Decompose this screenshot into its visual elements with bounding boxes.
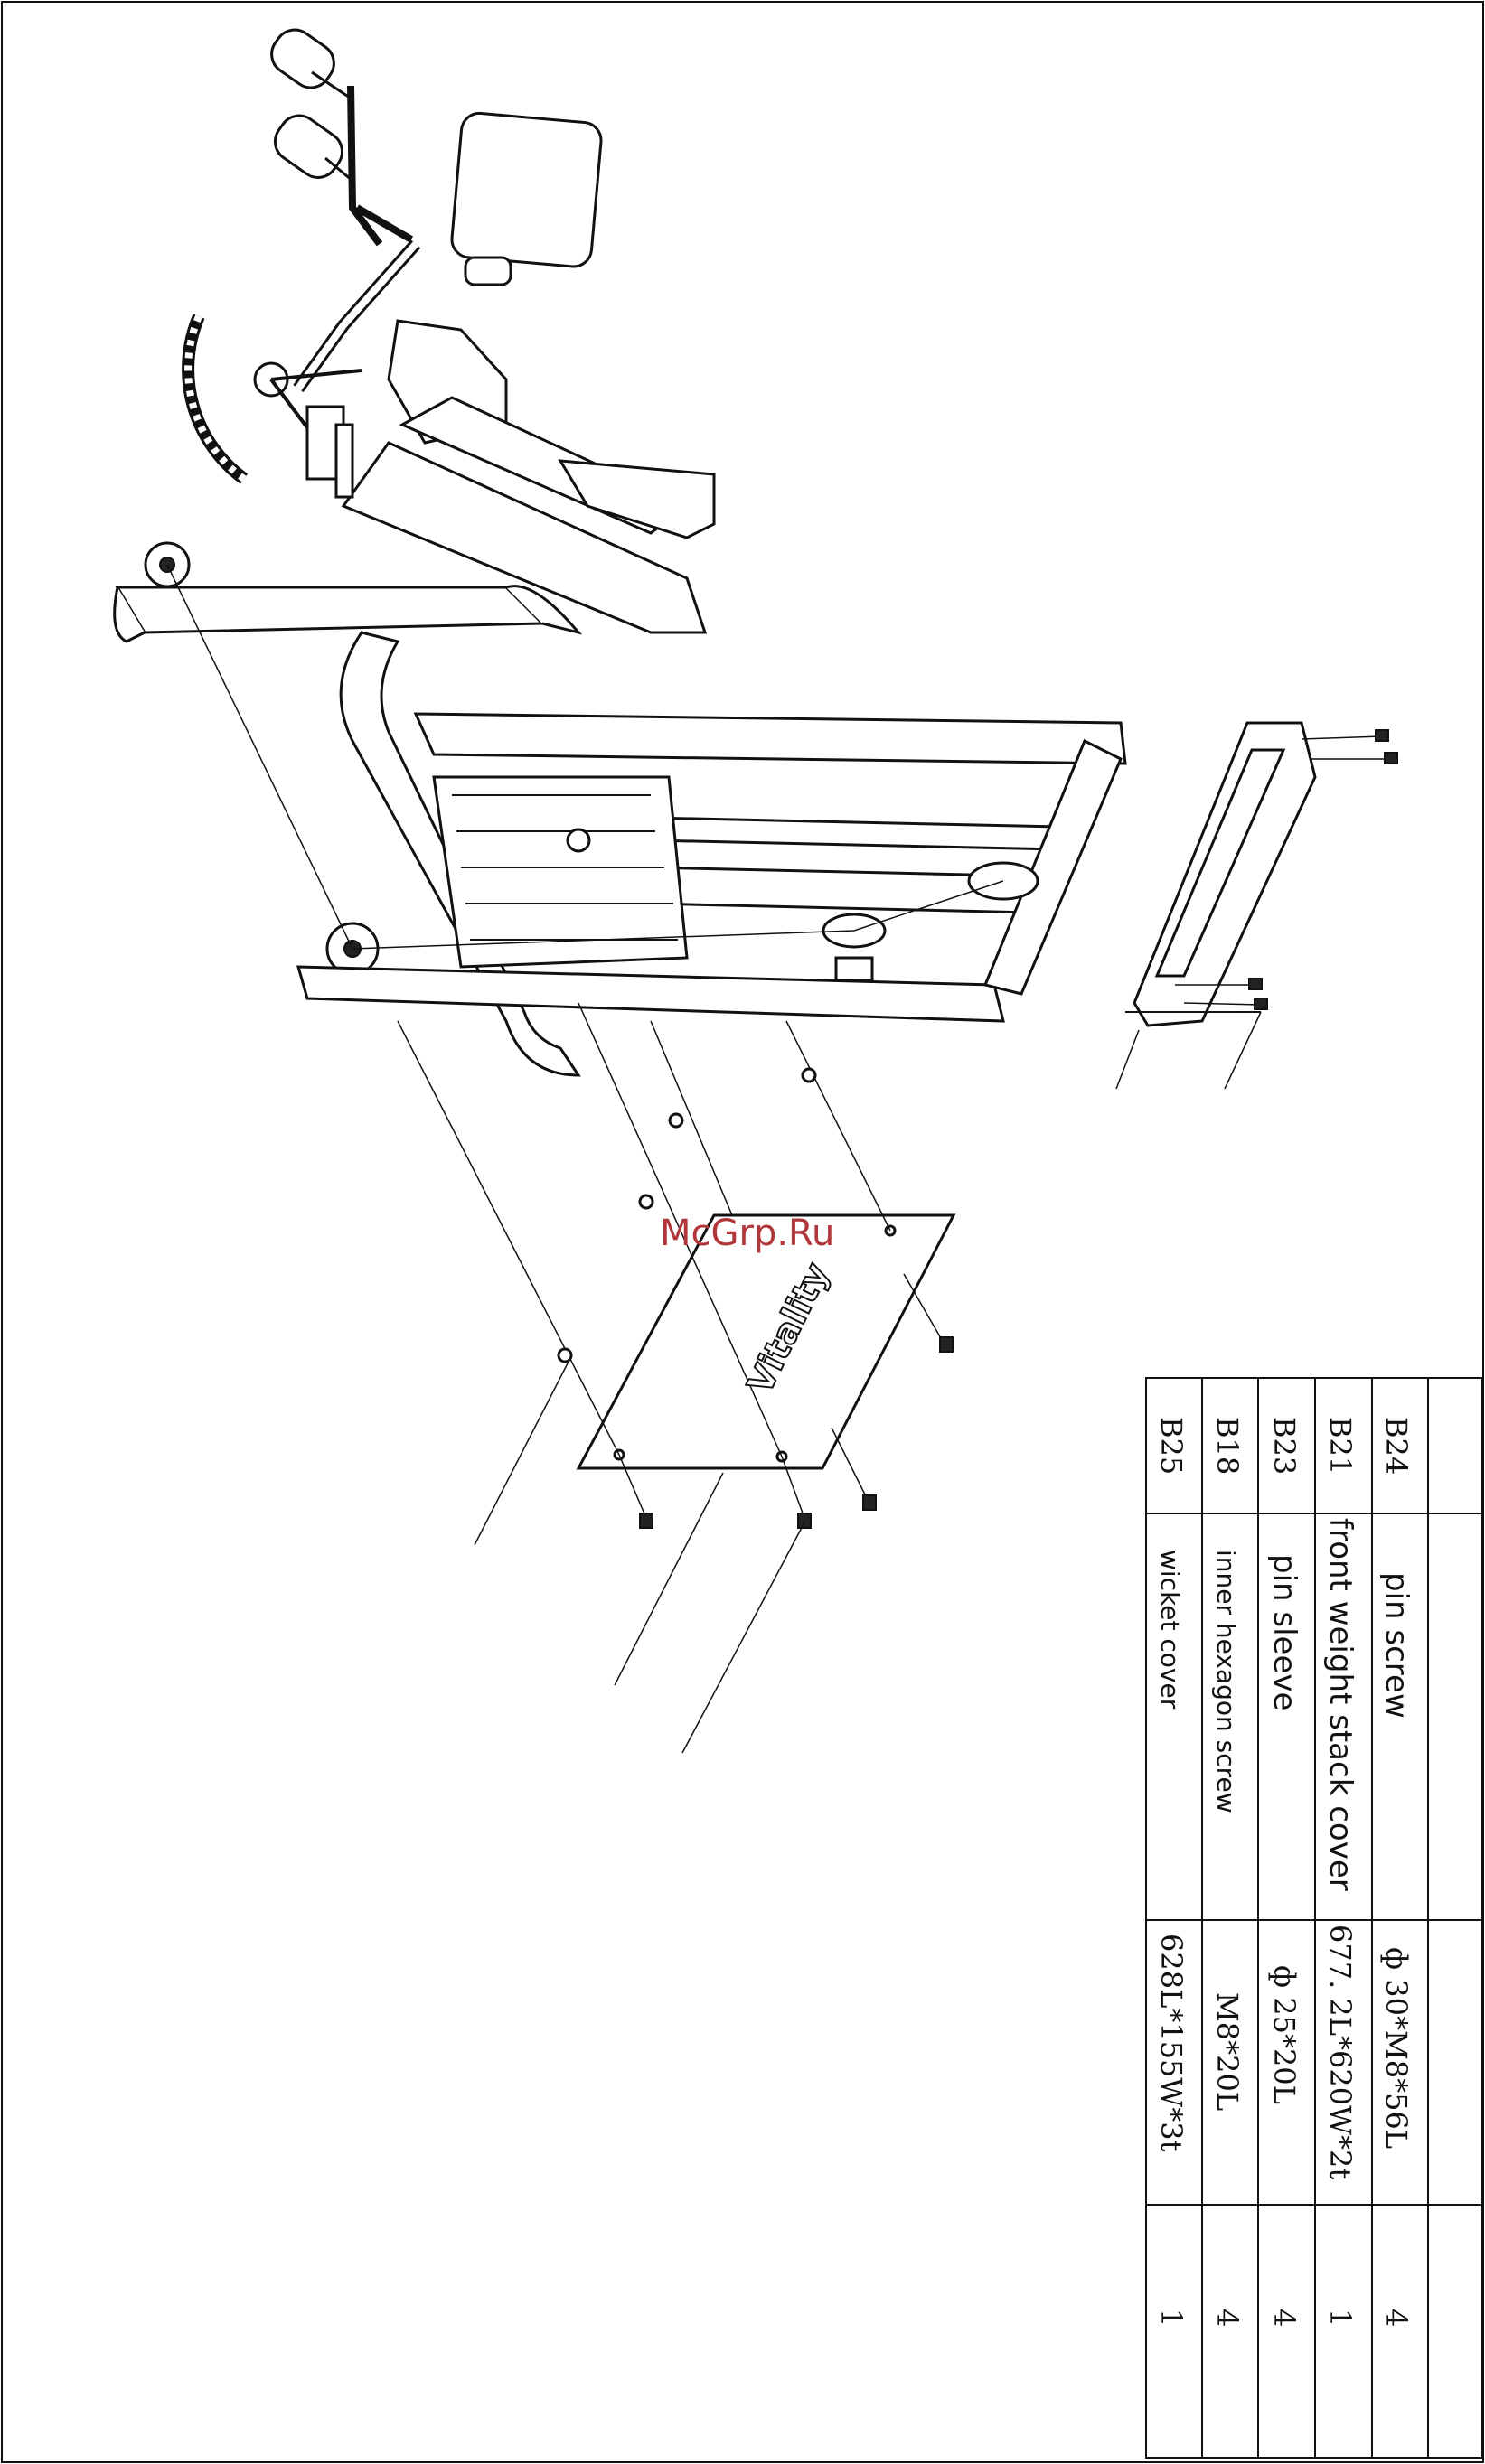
part-qty: 4 — [1267, 2309, 1302, 2327]
parts-table: B24 pin screw ф 30*M8*56L 4 B21 front we… — [1146, 1378, 1482, 2458]
part-code: B18 — [1210, 1417, 1245, 1475]
part-name: front weight stack cover — [1322, 1518, 1358, 1891]
leg-roller-pads — [264, 22, 411, 244]
part-qty: 1 — [1323, 2309, 1358, 2327]
part-spec: M8*20L — [1210, 1992, 1245, 2111]
part-code: B21 — [1323, 1417, 1358, 1475]
watermark: McGrp.Ru — [660, 1213, 834, 1254]
part-qty: 4 — [1379, 2309, 1414, 2327]
part-code: B23 — [1267, 1417, 1302, 1475]
back-pad — [450, 112, 602, 268]
part-name: pin sleeve — [1266, 1554, 1302, 1710]
weight-stack-cover-plate: Vitality — [398, 1003, 954, 1753]
part-code: B24 — [1379, 1417, 1414, 1475]
front-end-cover — [1125, 723, 1315, 1026]
part-code: B25 — [1154, 1417, 1189, 1475]
seat-assembly — [343, 321, 714, 632]
part-spec: 677. 2L*620W*2t — [1323, 1925, 1358, 2179]
part-name: inner hexagon screw — [1211, 1550, 1241, 1813]
part-spec: ф 30*M8*56L — [1379, 1947, 1414, 2149]
part-name: pin screw — [1378, 1572, 1415, 1719]
part-spec: ф 25*20L — [1267, 1965, 1302, 2104]
machine-illustration — [115, 22, 1397, 1089]
part-spec: 628L*155W*3t — [1154, 1934, 1189, 2152]
part-qty: 1 — [1154, 2309, 1189, 2327]
part-name: wicket cover — [1155, 1550, 1185, 1710]
part-qty: 4 — [1210, 2309, 1245, 2327]
